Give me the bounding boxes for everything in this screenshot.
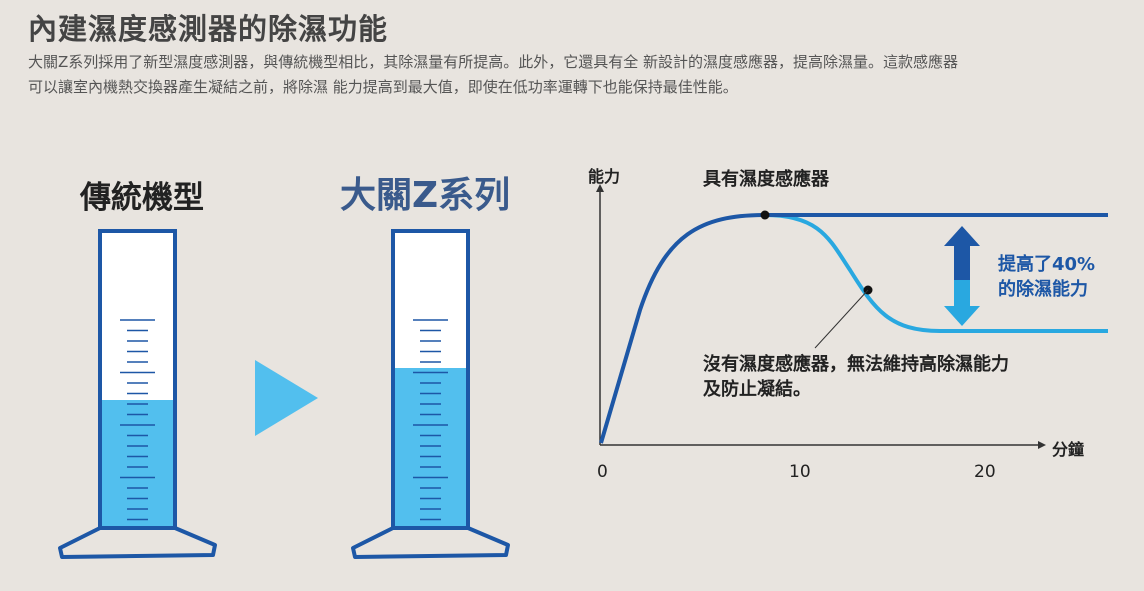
description-line: 大關Z系列採用了新型濕度感測器，與傳統機型相比，其除濕量有所提高。此外，它還具有…	[28, 53, 959, 71]
down-arrow-icon	[944, 280, 980, 326]
description: 大關Z系列採用了新型濕度感測器，與傳統機型相比，其除濕量有所提高。此外，它還具有…	[28, 50, 1128, 100]
page-title: 內建濕度感測器的除濕功能	[28, 12, 389, 46]
annotation-line: 沒有濕度感應器，無法維持高除濕能力	[703, 354, 1009, 375]
traditional-cylinder	[58, 229, 217, 559]
x-axis-label: 分鐘	[1052, 440, 1085, 459]
annotation-line: 及防止凝結。	[703, 379, 811, 400]
z-series-label: 大關Z系列	[340, 175, 511, 216]
annotation-without-sensor: 沒有濕度感應器，無法維持高除濕能力 及防止凝結。	[703, 352, 1009, 402]
arrow-right-icon	[255, 360, 318, 436]
improvement-label: 提高了40% 的除濕能力	[998, 252, 1095, 302]
improvement-line: 的除濕能力	[998, 279, 1088, 300]
y-axis-label: 能力	[588, 167, 621, 186]
chart	[596, 184, 1108, 449]
x-tick: 20	[974, 462, 996, 482]
up-arrow-icon	[944, 226, 980, 280]
annotation-with-sensor: 具有濕度感應器	[703, 169, 829, 190]
z-series-cylinder	[351, 229, 510, 559]
description-line: 可以讓室內機熱交換器產生凝結之前，將除濕 能力提高到最大值，即使在低功率運轉下也…	[28, 78, 738, 96]
improvement-line: 提高了40%	[998, 254, 1096, 275]
with-sensor-line	[599, 213, 1108, 444]
without-sensor-line	[764, 213, 1108, 333]
x-tick: 10	[789, 462, 811, 482]
x-tick: 0	[597, 462, 608, 482]
traditional-label: 傳統機型	[80, 180, 204, 216]
